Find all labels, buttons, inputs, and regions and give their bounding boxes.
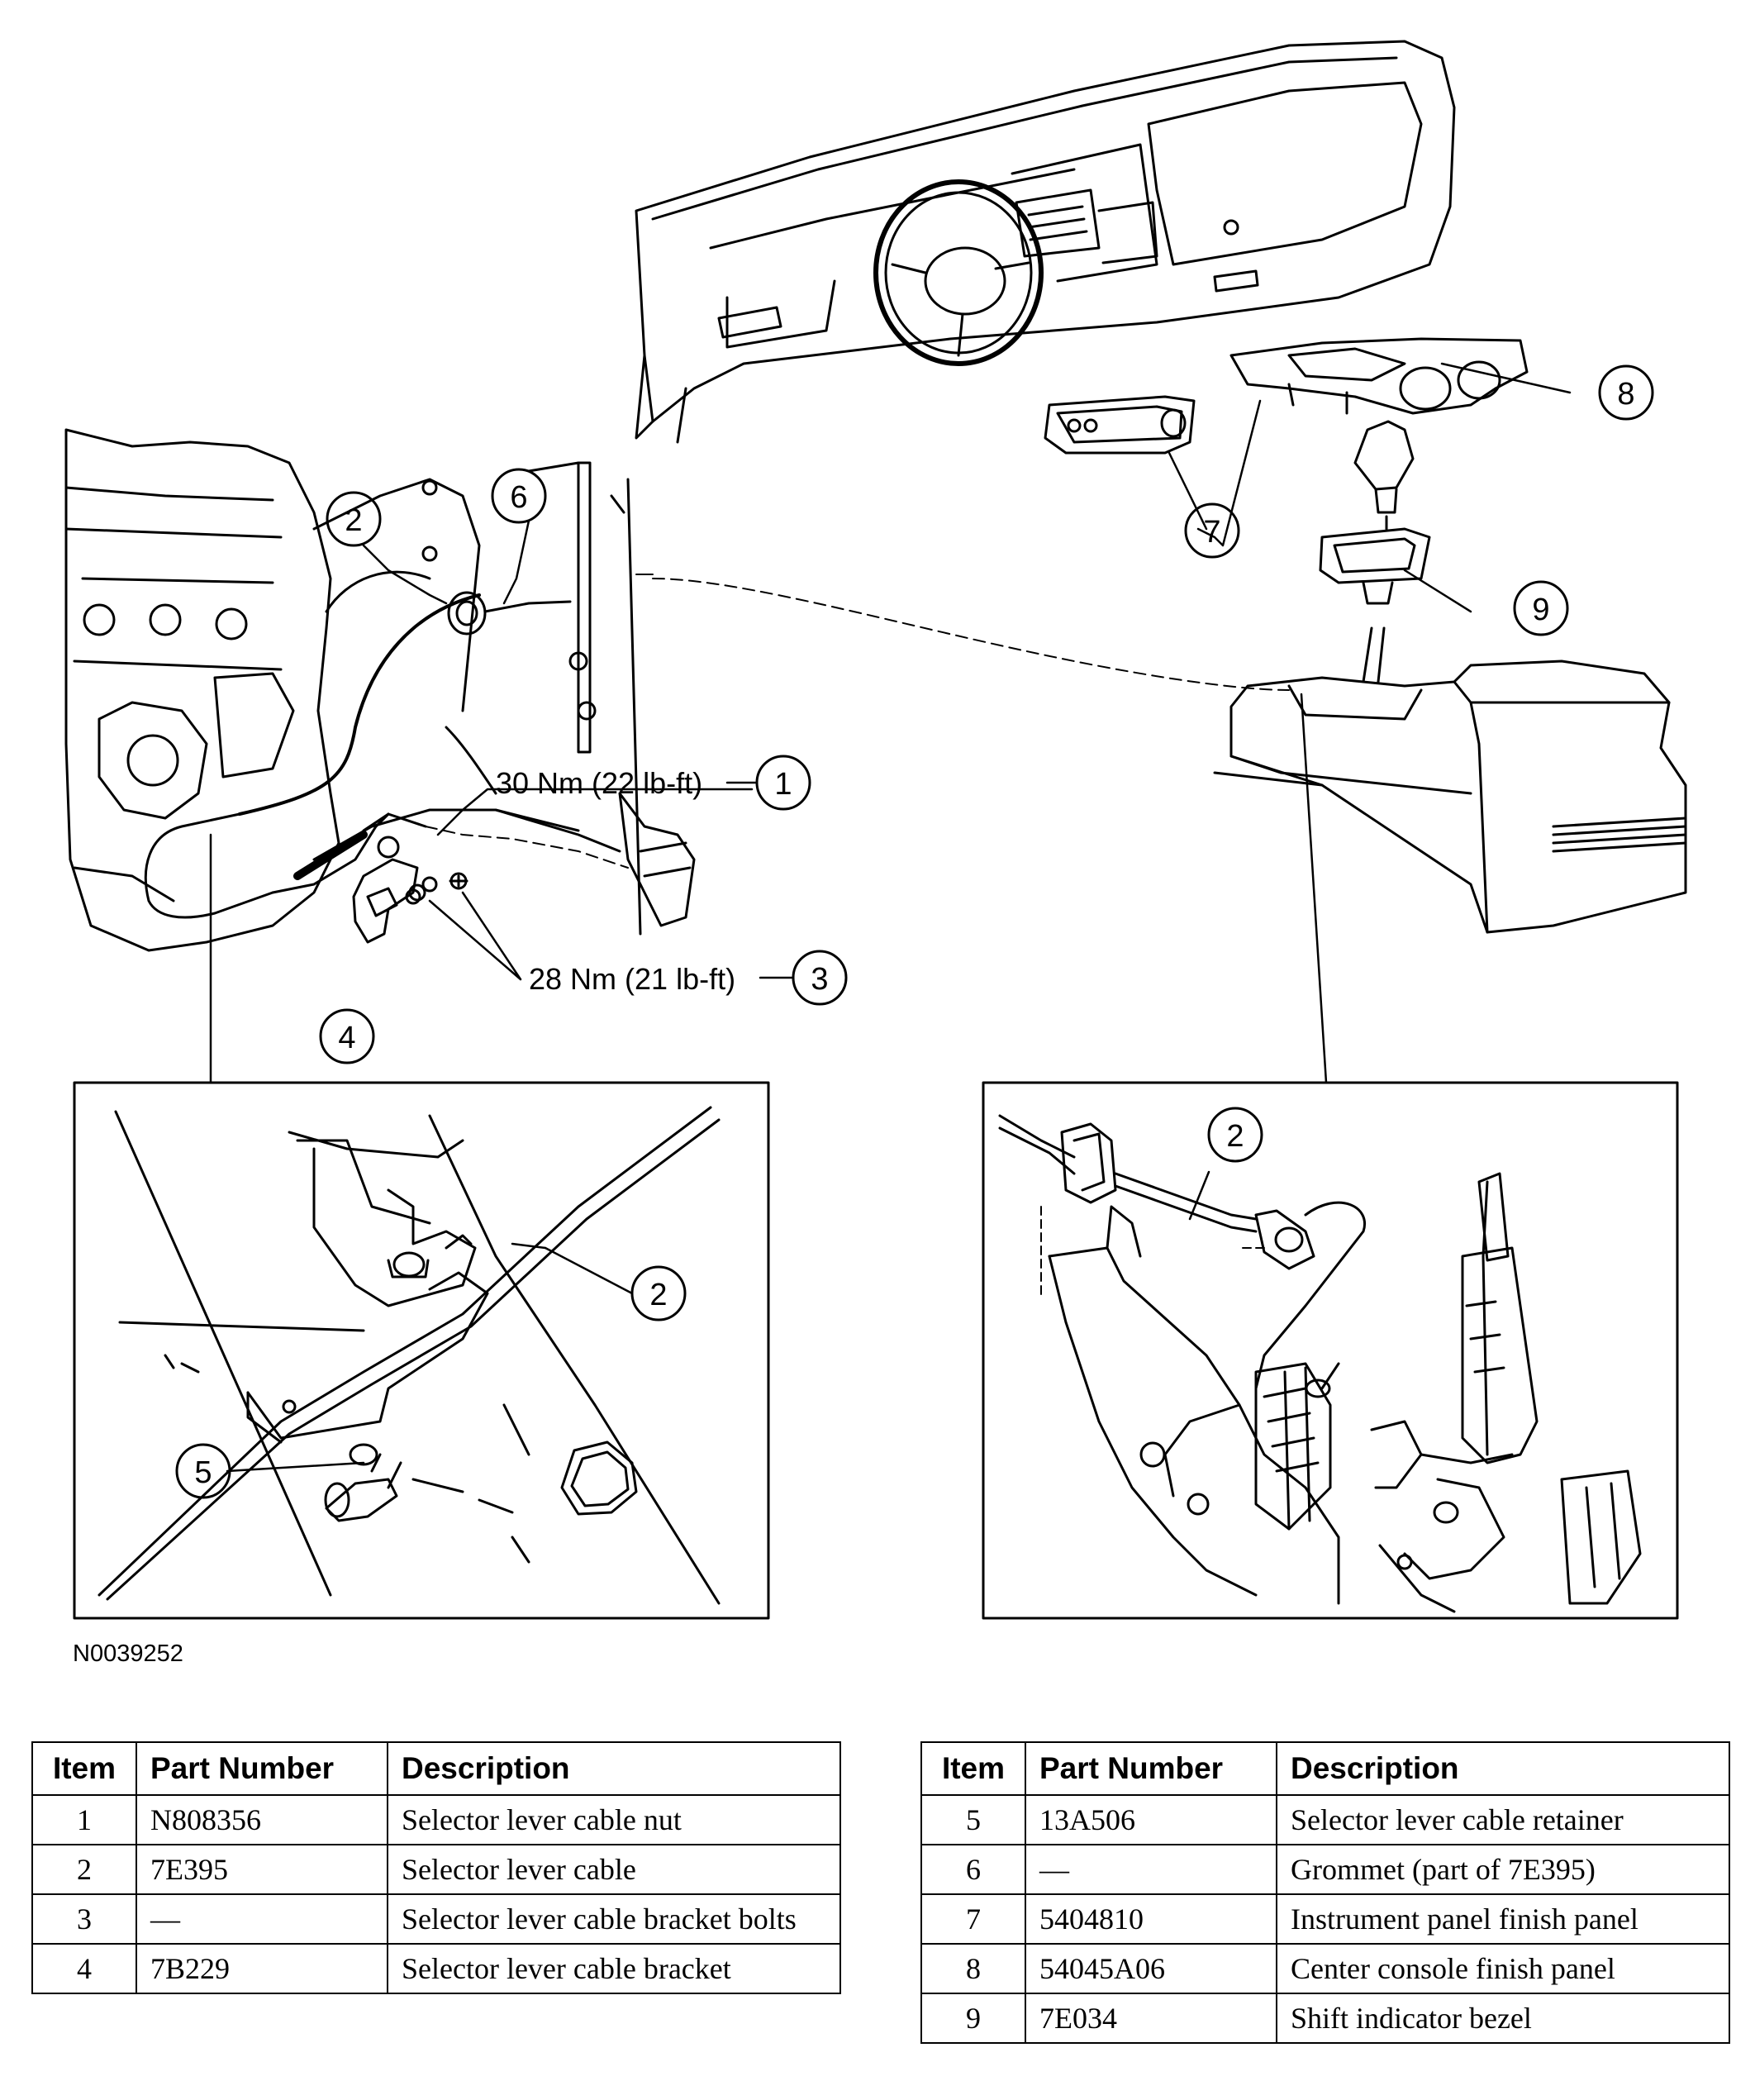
cell-part-number: 7B229 [136, 1943, 388, 1994]
cell-item: 7 [920, 1893, 1026, 1945]
cell-part-number: — [136, 1893, 388, 1945]
cell-item: 9 [920, 1993, 1026, 2044]
instrument-panel-drawing [635, 40, 1456, 444]
cell-description: Selector lever cable nut [387, 1794, 841, 1845]
cell-item: 5 [920, 1794, 1026, 1845]
cell-item: 2 [31, 1844, 137, 1895]
left-inset-drawing [98, 1106, 721, 1605]
selector-lever-cable-bracket-drawing [352, 836, 468, 944]
cell-part-number: 54045A06 [1025, 1943, 1277, 1994]
callout-circle-2a [326, 491, 382, 547]
table-row: 7 5404810 Instrument panel finish panel [920, 1893, 1730, 1945]
callout-7: 7 [1203, 515, 1220, 550]
header-item: Item [31, 1741, 137, 1796]
table-row: 4 7B229 Selector lever cable bracket [31, 1943, 841, 1994]
callout-4: 4 [338, 1021, 355, 1055]
callout-circle-9 [1513, 580, 1569, 636]
shift-knob-drawing [1353, 420, 1415, 531]
callout-9: 9 [1532, 593, 1549, 627]
callout-circle-7 [1184, 502, 1240, 559]
leader-lines [209, 362, 1572, 1084]
shift-indicator-bezel-drawing [1319, 527, 1431, 605]
cell-item: 6 [920, 1844, 1026, 1895]
right-inset-drawing [998, 1114, 1642, 1613]
detail-inset-left [73, 1081, 770, 1620]
center-console-drawing [1213, 626, 1687, 934]
cell-part-number: 7E395 [136, 1844, 388, 1895]
callout-circle-2b [630, 1265, 687, 1321]
cell-description: Grommet (part of 7E395) [1276, 1844, 1730, 1895]
callout-2b: 2 [649, 1278, 667, 1312]
parts-table-right: Item Part Number Description 5 13A506 Se… [920, 1741, 1730, 2044]
callout-8: 8 [1617, 377, 1634, 412]
inset-leader-lines [226, 1170, 1210, 1473]
cell-description: Instrument panel finish panel [1276, 1893, 1730, 1945]
torque-label-bolts: 28 Nm (21 lb-ft) [529, 962, 735, 996]
callout-circle-8 [1598, 364, 1654, 421]
header-item: Item [920, 1741, 1026, 1796]
cell-description: Selector lever cable bracket bolts [387, 1893, 841, 1945]
parts-table-left: Item Part Number Description 1 N808356 S… [31, 1741, 841, 1994]
cell-item: 4 [31, 1943, 137, 1994]
cell-item: 3 [31, 1893, 137, 1945]
table-row: 6 — Grommet (part of 7E395) [920, 1844, 1730, 1895]
table-row: 8 54045A06 Center console finish panel [920, 1943, 1730, 1994]
table-row: 1 N808356 Selector lever cable nut [31, 1794, 841, 1845]
detail-inset-right [982, 1081, 1679, 1620]
figure-id: N0039252 [73, 1640, 183, 1667]
callout-circle-2c [1207, 1107, 1263, 1163]
table-row: 2 7E395 Selector lever cable [31, 1844, 841, 1895]
exploded-diagram: 6 2 1 3 4 7 8 9 2 5 2 30 Nm (22 lb-ft) 2… [64, 40, 1687, 1620]
table-header-row: Item Part Number Description [31, 1741, 841, 1796]
torque-label-nut: 30 Nm (22 lb-ft) [496, 766, 702, 800]
callout-3: 3 [811, 962, 828, 997]
callout-circle-5 [175, 1443, 231, 1499]
callout-2c: 2 [1226, 1119, 1244, 1154]
callouts: 6 2 1 3 4 7 8 9 2 5 2 [175, 364, 1654, 1499]
cell-description: Center console finish panel [1276, 1943, 1730, 1994]
header-part-number: Part Number [1025, 1741, 1277, 1796]
callout-2a: 2 [345, 503, 362, 538]
cell-description: Selector lever cable retainer [1276, 1794, 1730, 1845]
callout-5: 5 [194, 1455, 212, 1490]
cell-part-number: — [1025, 1844, 1277, 1895]
center-console-finish-panel-drawing [1229, 337, 1529, 415]
table-header-row: Item Part Number Description [920, 1741, 1730, 1796]
table-row: 3 — Selector lever cable bracket bolts [31, 1893, 841, 1945]
instrument-panel-finish-panel-drawing [1044, 395, 1196, 455]
cell-part-number: N808356 [136, 1794, 388, 1845]
table-row: 9 7E034 Shift indicator bezel [920, 1993, 1730, 2044]
header-description: Description [1276, 1741, 1730, 1796]
cell-part-number: 13A506 [1025, 1794, 1277, 1845]
header-description: Description [387, 1741, 841, 1796]
callout-circle-4 [319, 1008, 375, 1064]
cell-part-number: 5404810 [1025, 1893, 1277, 1945]
cell-part-number: 7E034 [1025, 1993, 1277, 2044]
selector-lever-cable-drawing [144, 574, 1290, 919]
cell-description: Selector lever cable [387, 1844, 841, 1895]
cell-item: 1 [31, 1794, 137, 1845]
table-row: 5 13A506 Selector lever cable retainer [920, 1794, 1730, 1845]
cell-description: Shift indicator bezel [1276, 1993, 1730, 2044]
header-part-number: Part Number [136, 1741, 388, 1796]
callout-1: 1 [774, 767, 792, 802]
cell-item: 8 [920, 1943, 1026, 1994]
callout-circle-6 [491, 468, 547, 524]
cell-description: Selector lever cable bracket [387, 1943, 841, 1994]
engine-bay-drawing [64, 428, 696, 952]
callout-6: 6 [510, 480, 527, 515]
